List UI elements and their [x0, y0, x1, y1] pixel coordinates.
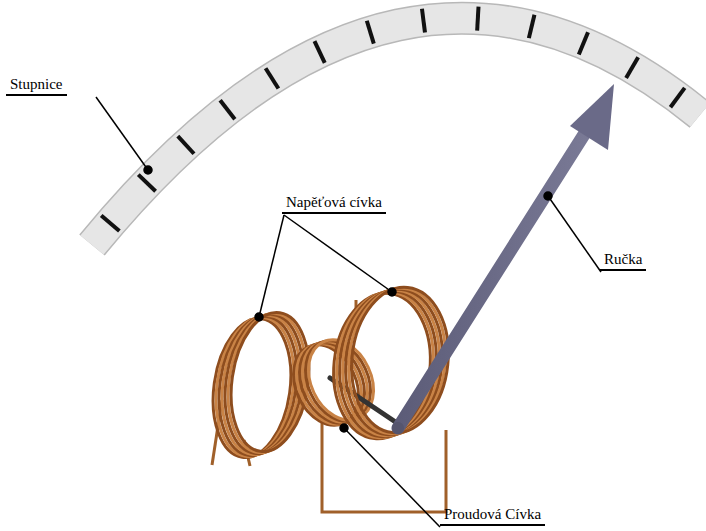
part-label: Stupnice [6, 76, 67, 96]
scale-tick [178, 136, 194, 154]
scale-tick [422, 9, 425, 33]
part-label: Ručka [600, 251, 646, 271]
part-label: Napěťová cívka [282, 194, 386, 214]
scale-tick [220, 100, 235, 119]
scale-tick [367, 21, 374, 44]
scale-tick [314, 41, 324, 63]
scale-tick [579, 32, 588, 54]
part-label: Proudová Cívka [440, 506, 545, 526]
scale-band [92, 18, 700, 245]
scale-band-edge [92, 18, 700, 245]
scale-tick [138, 175, 155, 192]
scale-tick [529, 15, 535, 38]
scale-tick [101, 215, 119, 231]
scale-tick [670, 88, 684, 107]
pointer [392, 84, 614, 434]
scale-tick [266, 68, 279, 88]
leader-lines [96, 97, 601, 527]
scale-tick [477, 7, 478, 31]
scale-ticks [101, 7, 684, 231]
scale-tick [626, 57, 638, 78]
